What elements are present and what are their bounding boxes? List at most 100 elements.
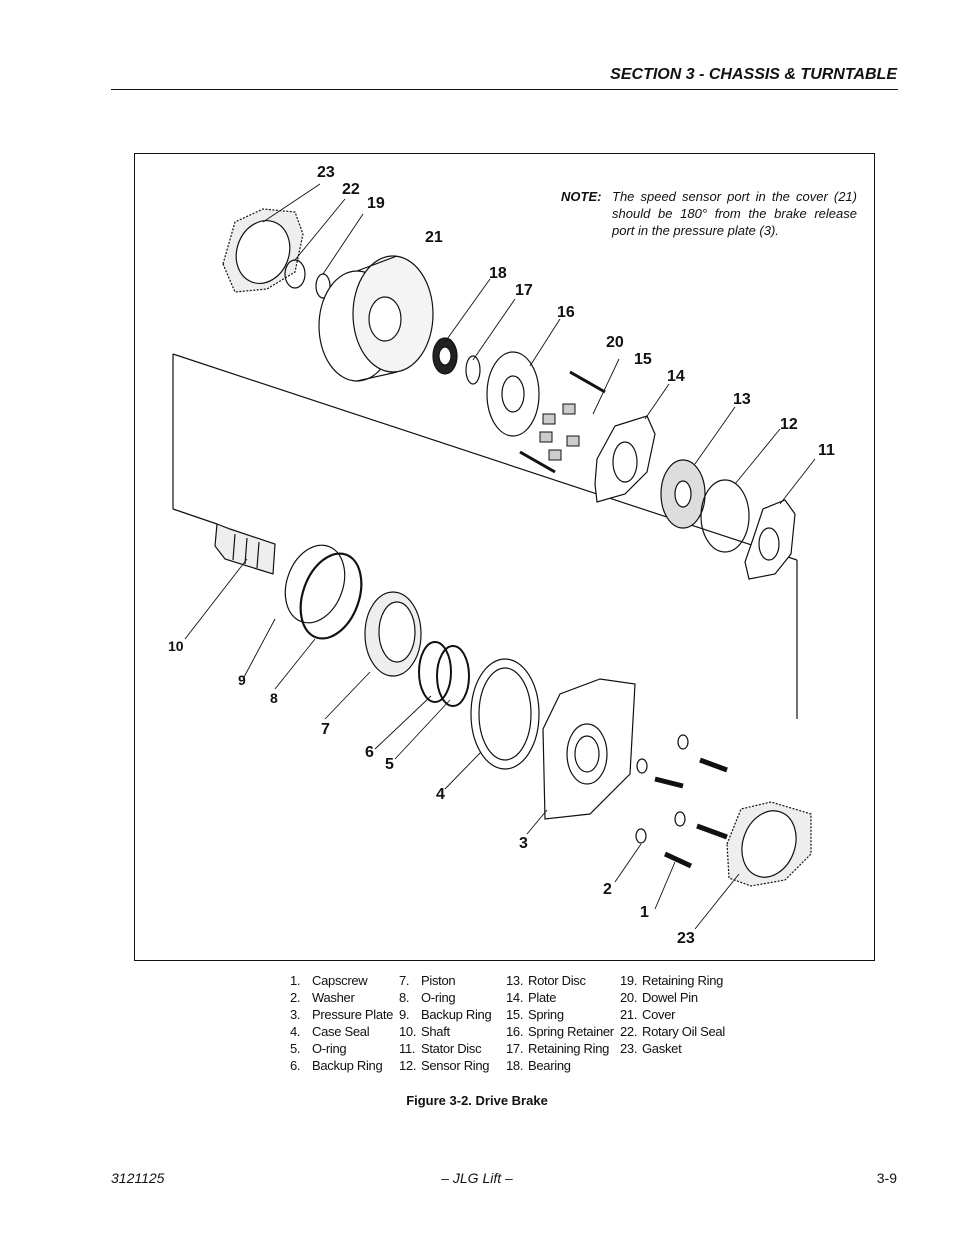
legend-name: Capscrew <box>312 973 368 988</box>
legend-name: Pressure Plate <box>312 1007 394 1022</box>
legend-name: Retaining Ring <box>528 1041 610 1056</box>
legend-name: Stator Disc <box>421 1041 482 1056</box>
gasket-top <box>222 208 304 293</box>
springs <box>539 403 580 461</box>
legend-column-2: 7. Piston 8. O-ring 9. Backup Ring 10. Shaft… <box>399 972 492 1074</box>
legend-num: 7. <box>399 973 410 988</box>
o-ring-8 <box>299 552 363 640</box>
callout-5: 5 <box>385 756 394 773</box>
legend-num: 5. <box>290 1041 301 1056</box>
legend-name: O-ring <box>312 1041 347 1056</box>
legend-num: 22. <box>620 1024 638 1039</box>
case-seal <box>470 658 540 770</box>
legend-item: 2. Washer <box>290 989 393 1006</box>
legend-num: 17. <box>506 1041 524 1056</box>
legend-num: 9. <box>399 1007 410 1022</box>
legend-num: 16. <box>506 1024 524 1039</box>
legend-item: 6. Backup Ring <box>290 1057 393 1074</box>
legend-item: 8. O-ring <box>399 989 491 1006</box>
legend-name: Gasket <box>642 1041 682 1056</box>
legend-num: 20. <box>620 990 638 1005</box>
legend-name: Case Seal <box>312 1024 370 1039</box>
legend-num: 10. <box>399 1024 417 1039</box>
legend-item: 14.Plate <box>506 989 614 1006</box>
dowel-pin <box>569 370 606 394</box>
legend-num: 6. <box>290 1058 301 1073</box>
legend-name: Washer <box>312 990 355 1005</box>
callout-11: 11 <box>818 442 835 459</box>
callout-23-top: 23 <box>317 164 335 181</box>
legend-name: Cover <box>642 1007 676 1022</box>
legend-num: 15. <box>506 1007 524 1022</box>
callout-2: 2 <box>603 881 612 898</box>
legend-num: 18. <box>506 1058 524 1073</box>
legend-item: 20.Dowel Pin <box>620 989 725 1006</box>
legend-item: 22. Rotary Oil Seal <box>620 1023 725 1040</box>
legend-name: Shaft <box>421 1024 450 1039</box>
callout-8: 8 <box>270 690 278 706</box>
legend-item: 5. O-ring <box>290 1040 393 1057</box>
legend-name: Backup Ring <box>421 1007 492 1022</box>
legend-name: Backup Ring <box>312 1058 383 1073</box>
callout-12: 12 <box>780 416 798 433</box>
legend-column-3: 13. Rotor Disc 14.Plate 15. Spring 16. Spri… <box>506 972 614 1074</box>
callout-3: 3 <box>519 835 528 852</box>
legend-item: 16. Spring Retainer <box>506 1023 614 1040</box>
callout-18: 18 <box>489 265 507 282</box>
callout-1: 1 <box>640 904 649 921</box>
dowel-pin <box>519 450 556 474</box>
legend-num: 13. <box>506 973 524 988</box>
callout-10: 10 <box>168 638 184 654</box>
legend-num: 2. <box>290 990 301 1005</box>
legend-name: Spring Retainer <box>528 1024 614 1039</box>
cover <box>318 255 434 382</box>
legend-name: Piston <box>421 973 456 988</box>
callout-6: 6 <box>365 744 374 761</box>
piston <box>364 591 422 677</box>
plate <box>594 415 656 503</box>
legend-name: Retaining Ring <box>642 973 724 988</box>
footer-page-number: 3-9 <box>876 1170 897 1186</box>
gasket-bottom <box>726 801 812 887</box>
note-label: NOTE: <box>561 189 602 204</box>
rotor-disc <box>660 459 706 529</box>
legend-item: 1. Capscrew <box>290 972 393 989</box>
legend-item: 10. Shaft <box>399 1023 491 1040</box>
legend-num: 19. <box>620 973 638 988</box>
legend-item: 18.Bearing <box>506 1057 614 1074</box>
legend-item: 9. Backup Ring <box>399 1006 492 1023</box>
footer-publisher: – JLG Lift – <box>441 1170 513 1186</box>
callout-4: 4 <box>436 786 445 803</box>
callout-16: 16 <box>557 304 575 321</box>
backup-ring-9 <box>284 544 346 624</box>
sensor-ring <box>700 479 750 553</box>
pressure-plate <box>542 678 636 820</box>
callout-13: 13 <box>733 391 751 408</box>
legend-num: 12. <box>399 1058 417 1073</box>
legend-num: 1. <box>290 973 301 988</box>
figure-caption: Figure 3-2. Drive Brake <box>406 1093 548 1108</box>
legend-item: 7. Piston <box>399 972 491 989</box>
legend-num: 14. <box>506 990 524 1005</box>
legend-name: Spring <box>528 1007 564 1022</box>
legend-num: 11. <box>399 1041 416 1056</box>
legend-name: O-ring <box>421 990 456 1005</box>
legend-item: 13. Rotor Disc <box>506 972 614 989</box>
legend-column-4: 19.Retaining Ring 20.Dowel Pin 21.Cover … <box>620 972 725 1057</box>
page-header-title: SECTION 3 - CHASSIS & TURNTABLE <box>610 66 897 83</box>
legend-name: Rotary Oil Seal <box>642 1024 725 1039</box>
shaft <box>214 523 276 575</box>
legend-num: 8. <box>399 990 410 1005</box>
legend-item: 4.Case Seal <box>290 1023 393 1040</box>
legend-name: Rotor Disc <box>528 973 586 988</box>
callout-19: 19 <box>367 195 385 212</box>
callout-15: 15 <box>634 351 652 368</box>
legend-column-1: 1.Capscrew 2.Washer 3.Pressure Plate 4.C… <box>290 972 393 1074</box>
exploded-view-drawing <box>172 183 816 930</box>
callout-23-bottom: 23 <box>677 930 695 947</box>
legend-name: Sensor Ring <box>421 1058 490 1073</box>
callout-17: 17 <box>515 282 533 299</box>
callout-14: 14 <box>667 368 685 385</box>
legend-item: 19. Retaining Ring <box>620 972 725 989</box>
footer-doc-number: 3121125 <box>111 1170 165 1186</box>
